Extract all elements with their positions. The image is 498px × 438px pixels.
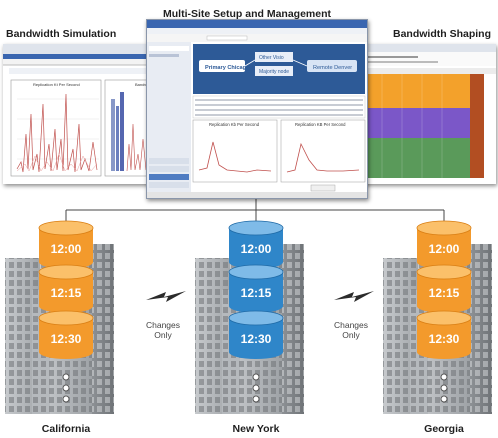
node-primary: Primary Chicago [205,65,250,71]
lightning-icon-left [146,291,186,302]
left-chart-title-1: Replication Kt Per Second [33,82,80,87]
lightning-icon-right [334,291,374,302]
changes-text-1: Changes [145,320,181,330]
bandwidth-shaping-screenshot [352,44,496,184]
changes-only-left: Changes Only [138,320,188,340]
time-label: 12:30 [429,332,460,346]
database-cylinder-new-york-2: 12:15 [228,264,284,313]
time-label: 12:15 [51,286,82,300]
node-other: Other Visio [259,55,284,61]
database-cylinder-georgia-3: 12:30 [416,310,472,359]
center-chart-title-2: Replication KB Per Second [295,122,346,127]
changes-text-2: Only [154,330,172,340]
time-label: 12:00 [241,242,272,256]
database-cylinder-georgia-1: 12:00 [416,220,472,269]
bandwidth-simulation-screenshot: Replication Kt Per Second Bandwidt [3,44,161,184]
database-cylinder-california-3: 12:30 [38,310,94,359]
changes-only-right: Changes Only [326,320,376,340]
multi-site-screenshot: Primary Chicago Other Visio Majority nod… [146,19,368,199]
database-cylinder-new-york-1: 12:00 [228,220,284,269]
changes-text-3: Changes [333,320,369,330]
site-name-georgia: Georgia [424,423,464,435]
time-label: 12:30 [241,332,272,346]
database-cylinder-california-2: 12:15 [38,264,94,313]
time-label: 12:00 [51,242,82,256]
time-label: 12:00 [429,242,460,256]
node-majority: Majority node [259,69,289,75]
database-cylinder-california-1: 12:00 [38,220,94,269]
site-name-california: California [41,423,91,435]
center-chart-title-1: Replication Kb Per Second [209,122,260,127]
right-label: Bandwidth Shaping [393,28,491,40]
time-label: 12:30 [51,332,82,346]
node-remote: Remote Denver [313,65,352,71]
left-label: Bandwidth Simulation [6,28,117,40]
site-name-newyork: New York [232,423,280,435]
time-label: 12:15 [241,286,272,300]
database-cylinder-new-york-3: 12:30 [228,310,284,359]
time-label: 12:15 [429,286,460,300]
left-chart-title-2: Bandwidt [135,82,152,87]
database-cylinder-georgia-2: 12:15 [416,264,472,313]
changes-text-4: Only [342,330,360,340]
title: Multi-Site Setup and Management [163,8,332,20]
